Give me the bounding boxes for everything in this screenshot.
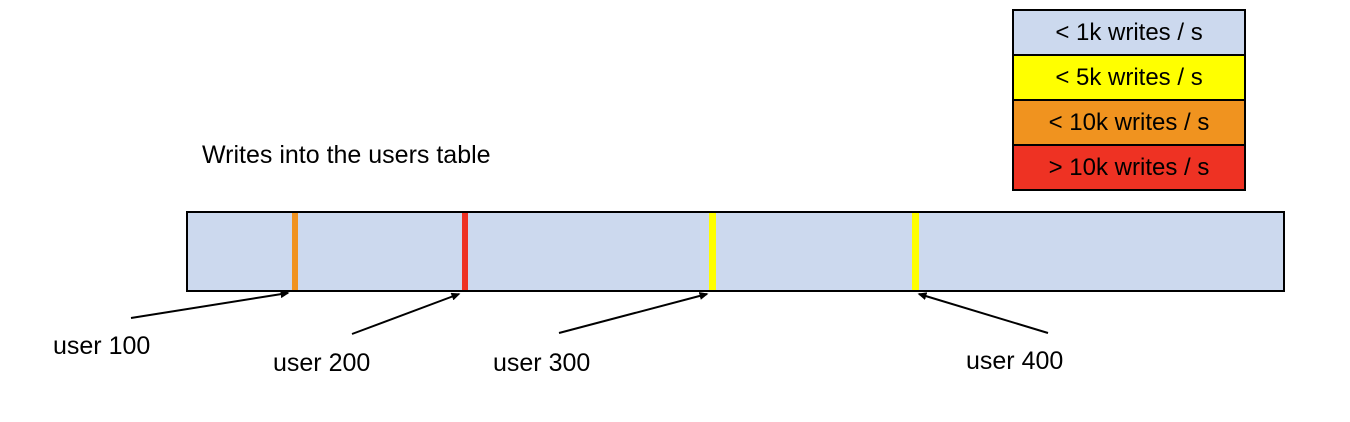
legend: < 1k writes / s < 5k writes / s < 10k wr… [1012, 9, 1246, 191]
label-user-400: user 400 [966, 347, 1064, 375]
label-user-100: user 100 [53, 332, 151, 360]
legend-item-lt-5k: < 5k writes / s [1012, 54, 1246, 101]
legend-item-gt-10k: > 10k writes / s [1012, 144, 1246, 191]
marker-user-400 [912, 213, 919, 290]
legend-item-label: < 1k writes / s [1055, 18, 1203, 46]
marker-user-100 [292, 213, 298, 290]
marker-user-200 [462, 213, 468, 290]
marker-user-300 [709, 213, 716, 290]
label-user-300: user 300 [493, 349, 591, 377]
diagram-title: Writes into the users table [202, 141, 491, 169]
arrow-user-200 [351, 292, 461, 335]
label-user-200: user 200 [273, 349, 371, 377]
legend-item-label: < 5k writes / s [1055, 63, 1203, 91]
arrow-user-300 [558, 292, 709, 334]
legend-item-label: > 10k writes / s [1048, 153, 1210, 181]
legend-item-lt-10k: < 10k writes / s [1012, 99, 1246, 146]
legend-item-lt-1k: < 1k writes / s [1012, 9, 1246, 56]
users-table-bar [186, 211, 1285, 292]
arrow-user-400 [917, 292, 1049, 334]
arrow-user-100 [130, 290, 290, 319]
legend-item-label: < 10k writes / s [1048, 108, 1210, 136]
